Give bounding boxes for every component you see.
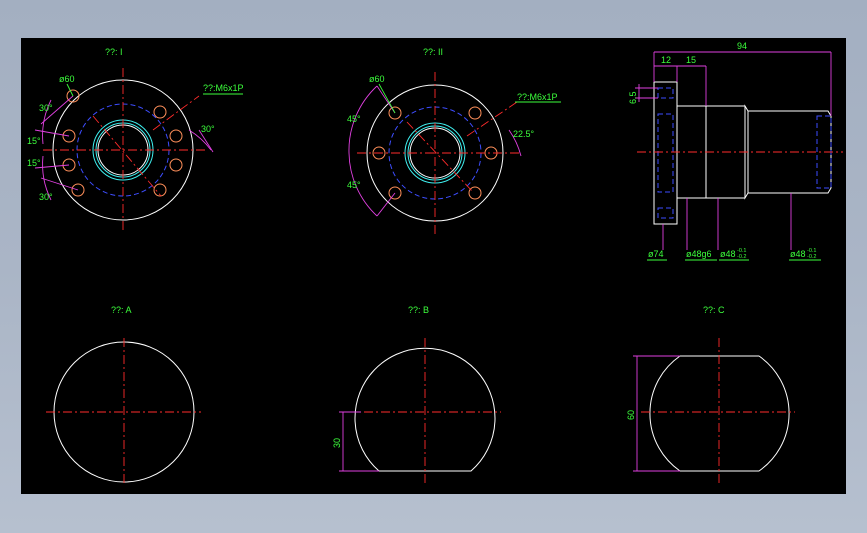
dim-d3-tol-bot: -0.2: [737, 254, 746, 260]
bolt-hole: [372, 146, 386, 160]
drawing-svg: ??: I ø60 ??:M6x1P 30° 30° 15° 15°: [27, 41, 843, 486]
dim-step: 15: [686, 55, 696, 65]
angle-label: 30°: [201, 124, 215, 134]
thread-callout: ??:M6x1P: [517, 92, 558, 102]
dim-ext: [34, 164, 70, 169]
bolt-hole: [66, 89, 80, 103]
angle-label: 30°: [39, 103, 53, 113]
angle-arc: [188, 129, 212, 151]
center-line-diag: [466, 101, 518, 137]
dim-d2: ø48g6: [686, 249, 712, 259]
view-a-label: ??: A: [111, 305, 132, 315]
view-b: ??: B 30: [332, 305, 501, 486]
bolt-hole: [153, 183, 167, 197]
view-c-label: ??: C: [703, 305, 725, 315]
angle-label: 15°: [27, 136, 41, 146]
dim-d3-tol-top: -0.1: [737, 248, 746, 254]
dim-height: 6.5: [628, 91, 638, 104]
dim-dia: ø60: [369, 74, 385, 84]
angle-label: 15°: [27, 158, 41, 168]
hidden-hole: [657, 87, 674, 99]
view-a: ??: A: [46, 305, 201, 486]
dim-d4-tol-bot: -0.2: [807, 254, 816, 260]
dim-dia: ø60: [59, 74, 75, 84]
dim-total: 94: [737, 41, 747, 51]
angle-arc: [348, 85, 378, 154]
dim-d3: ø48: [720, 249, 736, 259]
dim-b-height: 30: [332, 438, 342, 448]
angle-label: 30°: [39, 192, 53, 202]
bolt-hole: [169, 129, 183, 143]
view-i-label: ??: I: [105, 47, 123, 57]
drawing-canvas: ??: I ø60 ??:M6x1P 30° 30° 15° 15°: [21, 38, 846, 494]
leader-line: [378, 83, 396, 114]
bolt-hole: [388, 186, 402, 200]
b-outline: [354, 347, 496, 472]
center-line-diag: [92, 115, 162, 197]
dim-d1: ø74: [648, 249, 664, 259]
dim-ext: [34, 129, 70, 137]
bolt-hole: [388, 106, 402, 120]
dim-flange: 12: [661, 55, 671, 65]
leader-line: [66, 83, 74, 97]
angle-arc: [348, 152, 378, 217]
bolt-hole: [153, 105, 167, 119]
bolt-hole: [468, 106, 482, 120]
flange-section: [653, 81, 678, 225]
dim-d4-tol-top: -0.1: [807, 248, 816, 254]
center-line-diag: [406, 121, 474, 193]
hidden-bore: [657, 113, 674, 193]
dim-ext: [40, 177, 79, 191]
side-view: 94 12 15 6.5 ø74 ø48g6 ø48 -0.1 -0.2 ø48…: [628, 41, 843, 261]
view-c: ??: C 60: [626, 305, 795, 486]
angle-arc: [508, 129, 522, 157]
bolt-hole: [169, 158, 183, 172]
hidden-hole: [657, 207, 674, 219]
bolt-hole: [468, 186, 482, 200]
dim-ext: [40, 95, 74, 125]
dim-c-height: 60: [626, 410, 636, 420]
center-line-diag: [152, 95, 200, 131]
bolt-hole: [62, 129, 76, 143]
angle-label: 45°: [347, 114, 361, 124]
view-ii: ??: II ø60 ??:M6x1P 45° 22.5° 45°: [347, 47, 561, 234]
dim-d4: ø48: [790, 249, 806, 259]
thread-callout: ??:M6x1P: [203, 83, 244, 93]
view-ii-label: ??: II: [423, 47, 443, 57]
angle-label: 22.5°: [513, 129, 535, 139]
view-b-label: ??: B: [408, 305, 429, 315]
c-outline: [649, 355, 790, 472]
dim-ext: [198, 129, 214, 153]
dim-ext: [376, 85, 396, 114]
angle-label: 45°: [347, 180, 361, 190]
view-i: ??: I ø60 ??:M6x1P 30° 30° 15° 15°: [27, 47, 244, 230]
bolt-hole: [71, 183, 85, 197]
bolt-hole: [62, 158, 76, 172]
dim-ext: [376, 192, 396, 217]
